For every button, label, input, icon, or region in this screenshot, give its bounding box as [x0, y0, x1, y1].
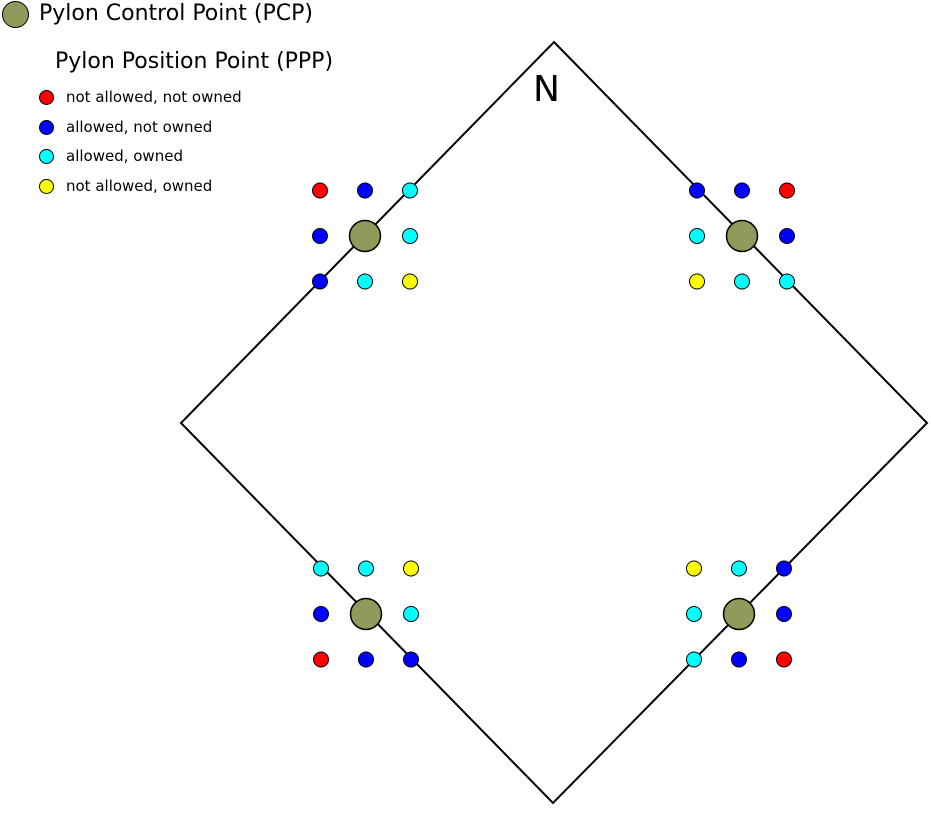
ppp-cyan-bottom-right: [731, 560, 747, 577]
ppp-blue-bottom-left: [403, 651, 419, 668]
ppp-blue-top-left: [312, 228, 328, 244]
ppp-legend-list: not allowed, not owned allowed, not owne…: [39, 83, 242, 201]
ppp-cyan-top-right: [734, 273, 750, 290]
ppp-blue-top-right: [779, 228, 795, 244]
ppp-blue-bottom-left: [358, 651, 374, 668]
north-label: N: [533, 69, 560, 110]
ppp-cyan-top-left: [402, 228, 418, 244]
ppp-yellow-bottom-left: [403, 560, 419, 577]
pcp-top-left: [348, 219, 382, 253]
ppp-blue-top-left: [312, 273, 328, 290]
ppp-blue-bottom-left: [313, 606, 329, 622]
ppp-blue-bottom-right: [776, 606, 792, 622]
pcp-swatch-icon: [2, 1, 29, 28]
legend-item-allowed-not-owned: allowed, not owned: [39, 113, 242, 143]
legend-item-label: not allowed, owned: [66, 176, 213, 195]
pcp-bottom-left: [349, 597, 383, 631]
ppp-legend-title: Pylon Position Point (PPP): [55, 49, 334, 74]
course-outline: [179, 40, 929, 805]
ppp-cyan-top-right: [689, 228, 705, 244]
ppp-blue-top-left: [357, 182, 373, 199]
red-dot-icon: [39, 90, 54, 106]
ppp-cyan-bottom-left: [358, 560, 374, 577]
yellow-dot-icon: [39, 178, 54, 194]
pcp-top-right: [725, 219, 759, 253]
ppp-yellow-top-right: [689, 273, 705, 290]
ppp-blue-top-right: [689, 182, 705, 199]
ppp-cyan-top-right: [779, 273, 795, 290]
blue-dot-icon: [39, 119, 54, 135]
ppp-cyan-bottom-right: [686, 606, 702, 622]
pcp-bottom-right: [722, 597, 756, 631]
ppp-cyan-bottom-right: [686, 651, 702, 668]
legend-pcp-row: Pylon Control Point (PCP): [2, 1, 313, 28]
ppp-cyan-top-left: [402, 182, 418, 199]
ppp-blue-bottom-right: [731, 651, 747, 668]
ppp-cyan-bottom-left: [313, 560, 329, 577]
ppp-blue-top-right: [734, 182, 750, 199]
ppp-cyan-bottom-left: [403, 606, 419, 622]
ppp-yellow-top-left: [402, 273, 418, 290]
ppp-blue-bottom-right: [776, 560, 792, 577]
ppp-cyan-top-left: [357, 273, 373, 290]
legend-item-not-allowed-not-owned: not allowed, not owned: [39, 83, 242, 113]
legend-item-label: not allowed, not owned: [66, 88, 242, 107]
legend-item-label: allowed, owned: [66, 147, 183, 166]
ppp-red-bottom-right: [776, 651, 792, 668]
legend-item-not-allowed-owned: not allowed, owned: [39, 172, 242, 202]
ppp-yellow-bottom-right: [686, 560, 702, 577]
legend-item-allowed-owned: allowed, owned: [39, 142, 242, 172]
cyan-dot-icon: [39, 149, 54, 165]
pcp-legend-label: Pylon Control Point (PCP): [39, 1, 313, 27]
ppp-red-top-right: [779, 182, 795, 199]
ppp-red-top-left: [312, 182, 328, 199]
ppp-red-bottom-left: [313, 651, 329, 668]
legend-item-label: allowed, not owned: [66, 117, 213, 136]
